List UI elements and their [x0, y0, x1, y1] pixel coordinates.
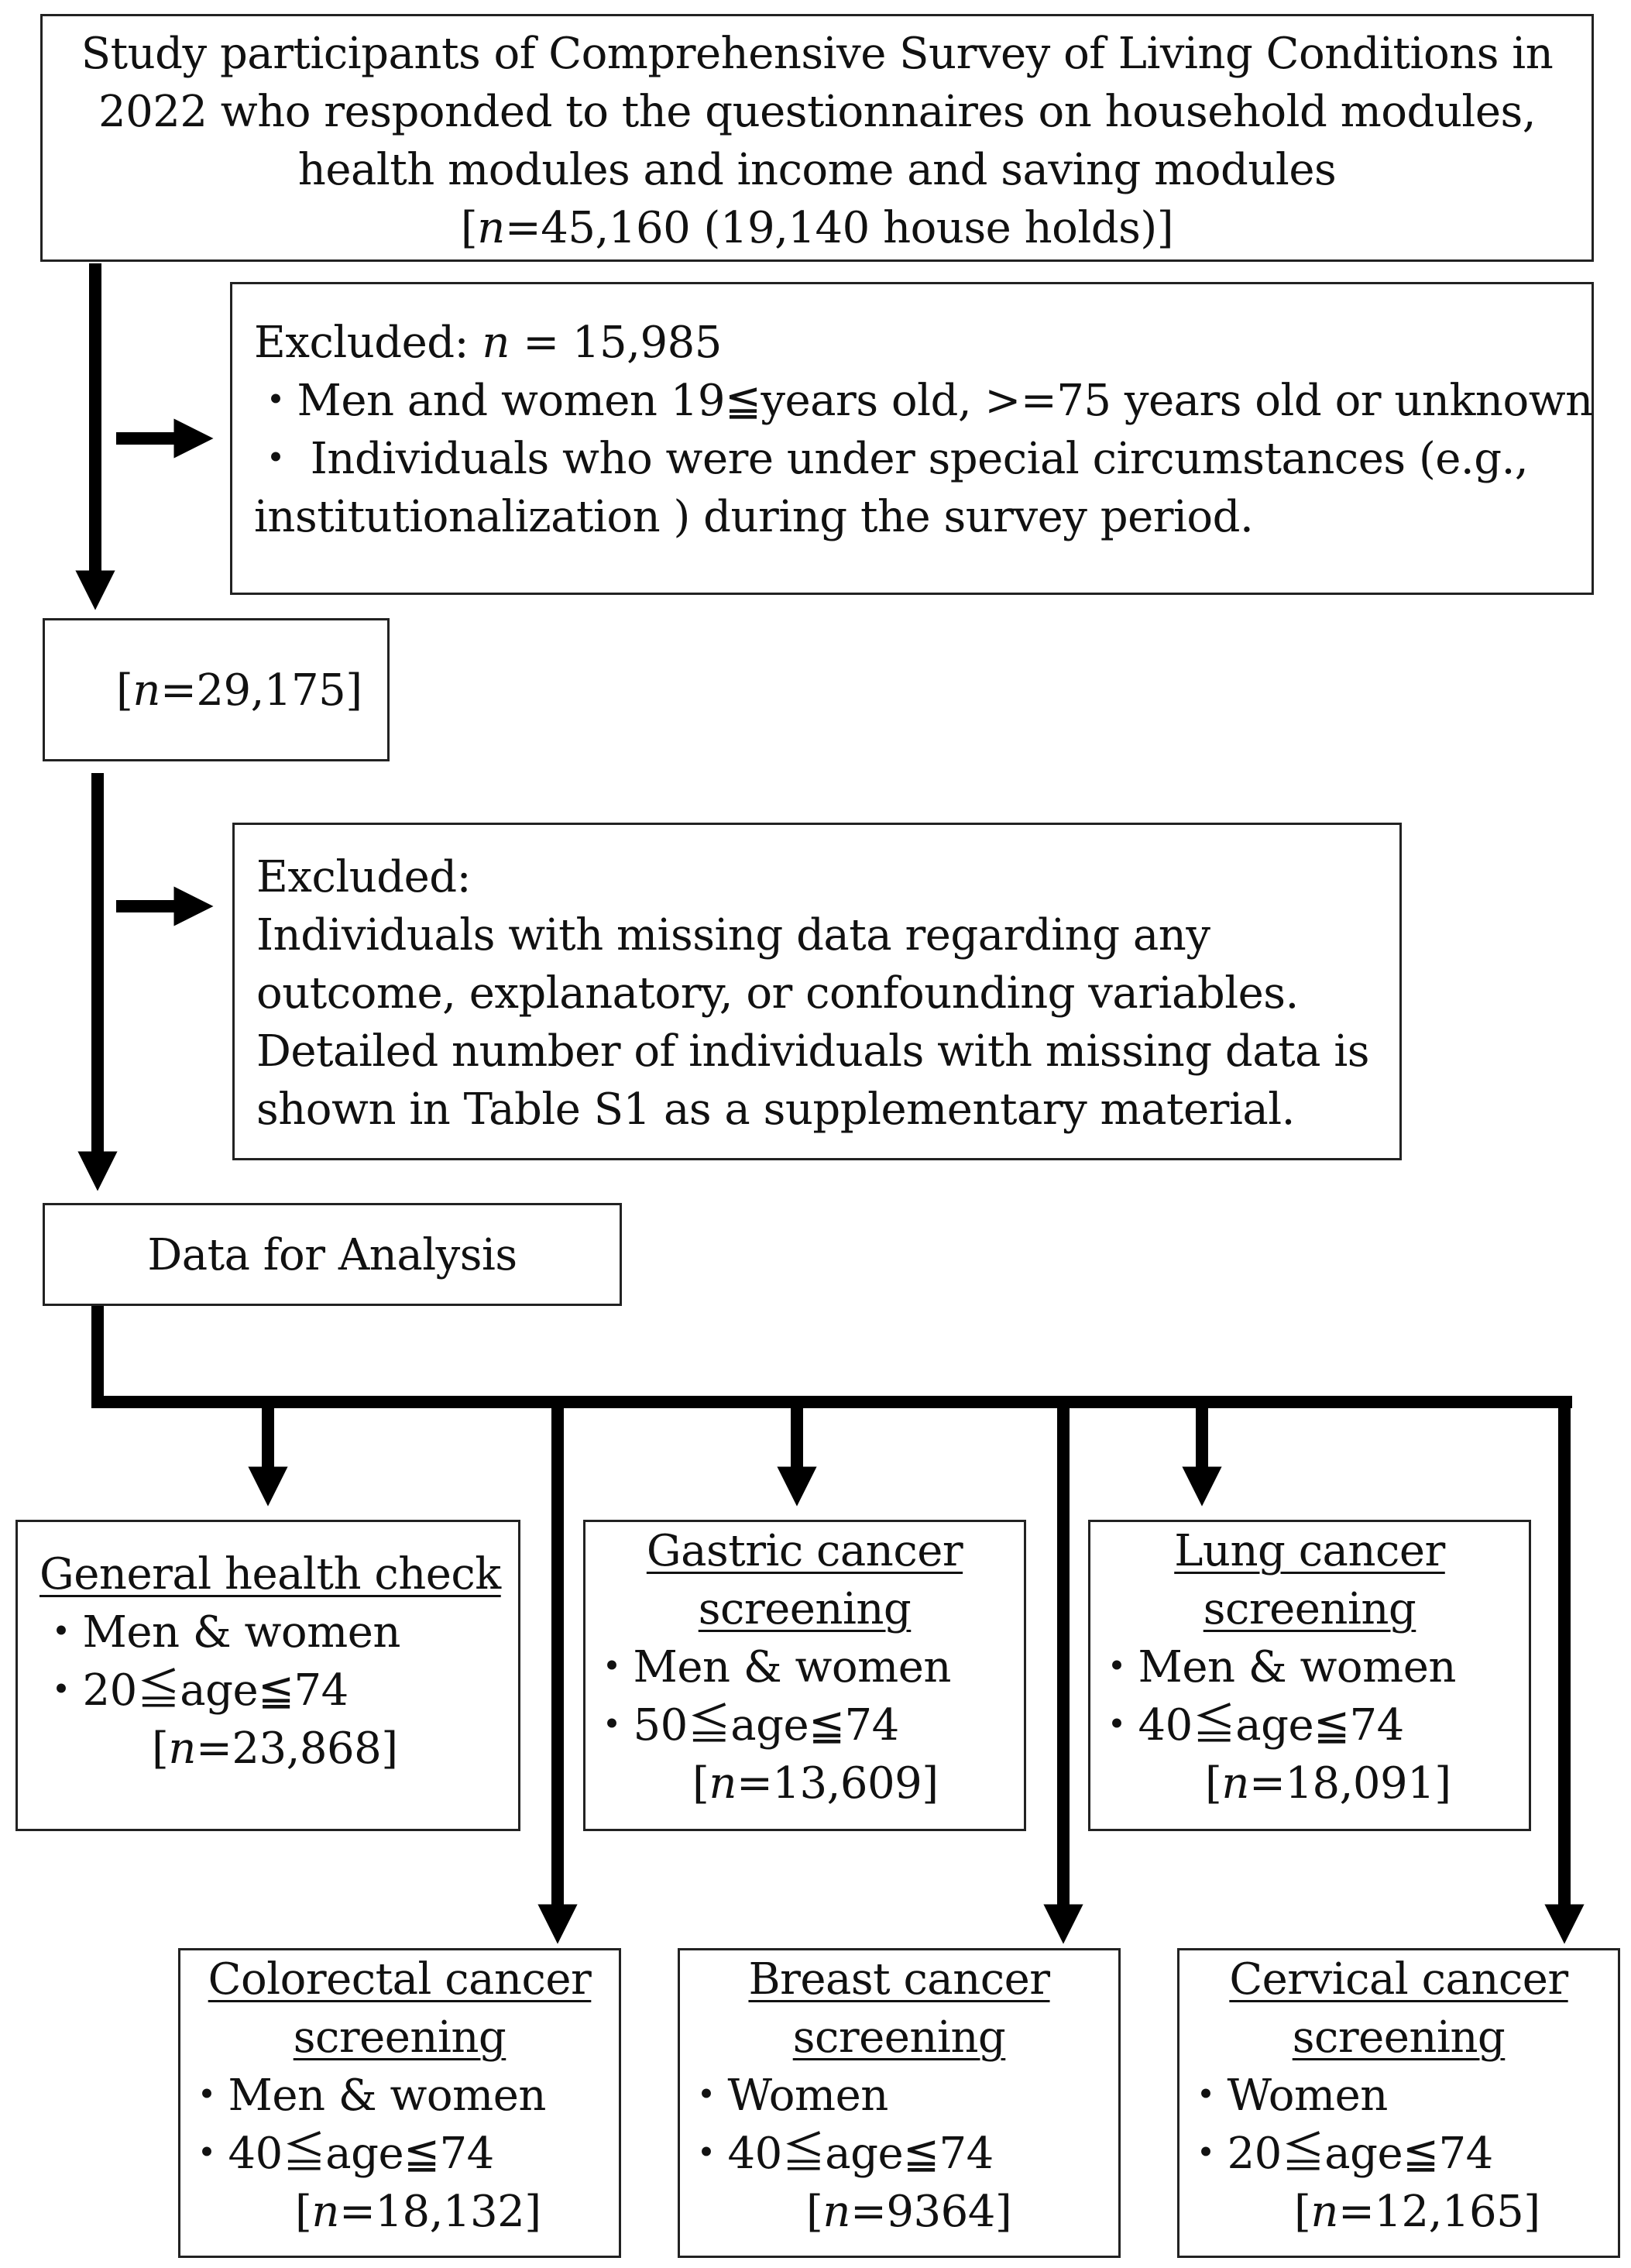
- lung-screening-title-1: Lung cancer: [1174, 1526, 1445, 1576]
- breast-screening-title-2: screening: [792, 2012, 1006, 2063]
- lung-screening-sex: ・Men & women: [1095, 1642, 1456, 1692]
- exclusion-2-line-2: outcome, explanatory, or confounding var…: [256, 968, 1299, 1019]
- breast-screening-count: [n=9364]: [806, 2187, 1012, 2237]
- exclusion-2-box: Excluded: Individuals with missing data …: [232, 823, 1402, 1160]
- gastric-screening-age: ・50≦age≦74: [590, 1700, 899, 1751]
- gastric-screening-count: [n=13,609]: [692, 1758, 939, 1809]
- exclusion-1-box: Excluded: n = 15,985 ・Men and women 19≦y…: [230, 282, 1594, 595]
- cervical-screening-title-2: screening: [1292, 2012, 1506, 2063]
- breast-screening-title-1: Breast cancer: [748, 1954, 1050, 2005]
- colorectal-screening-box: Colorectal cancer screening ・Men & women…: [178, 1948, 621, 2258]
- colorectal-screening-sex: ・Men & women: [185, 2070, 546, 2121]
- participants-line-3: health modules and income and saving mod…: [297, 145, 1337, 195]
- colorectal-screening-title-1: Colorectal cancer: [208, 1954, 592, 2005]
- breast-screening-sex: ・Women: [685, 2070, 888, 2121]
- breast-screening-age: ・40≦age≦74: [685, 2129, 994, 2179]
- participants-line-2: 2022 who responded to the questionnaires…: [98, 87, 1537, 137]
- data-for-analysis-label: Data for Analysis: [147, 1230, 517, 1280]
- exclusion-1-item-special-cont: institutionalization ) during the survey…: [254, 492, 1254, 542]
- cervical-screening-box: Cervical cancer screening ・Women ・20≦age…: [1177, 1948, 1620, 2258]
- gastric-screening-title-1: Gastric cancer: [646, 1526, 963, 1576]
- colorectal-screening-age: ・40≦age≦74: [185, 2129, 494, 2179]
- cervical-screening-age: ・20≦age≦74: [1184, 2129, 1493, 2179]
- participants-count: [n=45,160 (19,140 house holds)]: [460, 203, 1174, 253]
- exclusion-2-label: Excluded:: [256, 852, 472, 902]
- breast-screening-box: Breast cancer screening ・Women ・40≦age≦7…: [678, 1948, 1121, 2258]
- gastric-screening-sex: ・Men & women: [590, 1642, 951, 1692]
- cervical-screening-sex: ・Women: [1184, 2070, 1388, 2121]
- general-health-check-count: [n=23,868]: [152, 1723, 398, 1774]
- general-health-check-age: ・20≦age≦74: [39, 1665, 349, 1716]
- general-health-check-sex: ・Men & women: [39, 1607, 400, 1658]
- colorectal-screening-title-2: screening: [293, 2012, 506, 2063]
- exclusion-1-item-special: ・ Individuals who were under special cir…: [254, 434, 1529, 484]
- lung-screening-title-2: screening: [1203, 1584, 1416, 1634]
- general-health-check-box: General health check ・Men & women ・20≦ag…: [15, 1520, 520, 1831]
- gastric-screening-title-2: screening: [698, 1584, 912, 1634]
- lung-screening-box: Lung cancer screening ・Men & women ・40≦a…: [1088, 1520, 1531, 1831]
- lung-screening-age: ・40≦age≦74: [1095, 1700, 1404, 1751]
- exclusion-2-line-3: Detailed number of individuals with miss…: [256, 1026, 1370, 1077]
- general-health-check-title: General health check: [39, 1549, 501, 1600]
- colorectal-screening-count: [n=18,132]: [295, 2187, 541, 2237]
- exclusion-2-line-1: Individuals with missing data regarding …: [256, 910, 1210, 960]
- count-after-exclusion-box: [n=29,175]: [43, 618, 390, 761]
- cervical-screening-title-1: Cervical cancer: [1229, 1954, 1568, 2005]
- exclusion-1-item-age: ・Men and women 19≦years old, >=75 years …: [254, 376, 1593, 426]
- gastric-screening-box: Gastric cancer screening ・Men & women ・5…: [583, 1520, 1026, 1831]
- cervical-screening-count: [n=12,165]: [1294, 2187, 1540, 2237]
- exclusion-1-label: Excluded: n = 15,985: [254, 318, 722, 368]
- count-after-exclusion: [n=29,175]: [116, 665, 362, 716]
- participants-line-1: Study participants of Comprehensive Surv…: [81, 29, 1554, 79]
- data-for-analysis-box: Data for Analysis: [43, 1203, 622, 1306]
- study-participants-box: Study participants of Comprehensive Surv…: [40, 14, 1594, 262]
- lung-screening-count: [n=18,091]: [1205, 1758, 1451, 1809]
- exclusion-2-line-4: shown in Table S1 as a supplementary mat…: [256, 1084, 1295, 1135]
